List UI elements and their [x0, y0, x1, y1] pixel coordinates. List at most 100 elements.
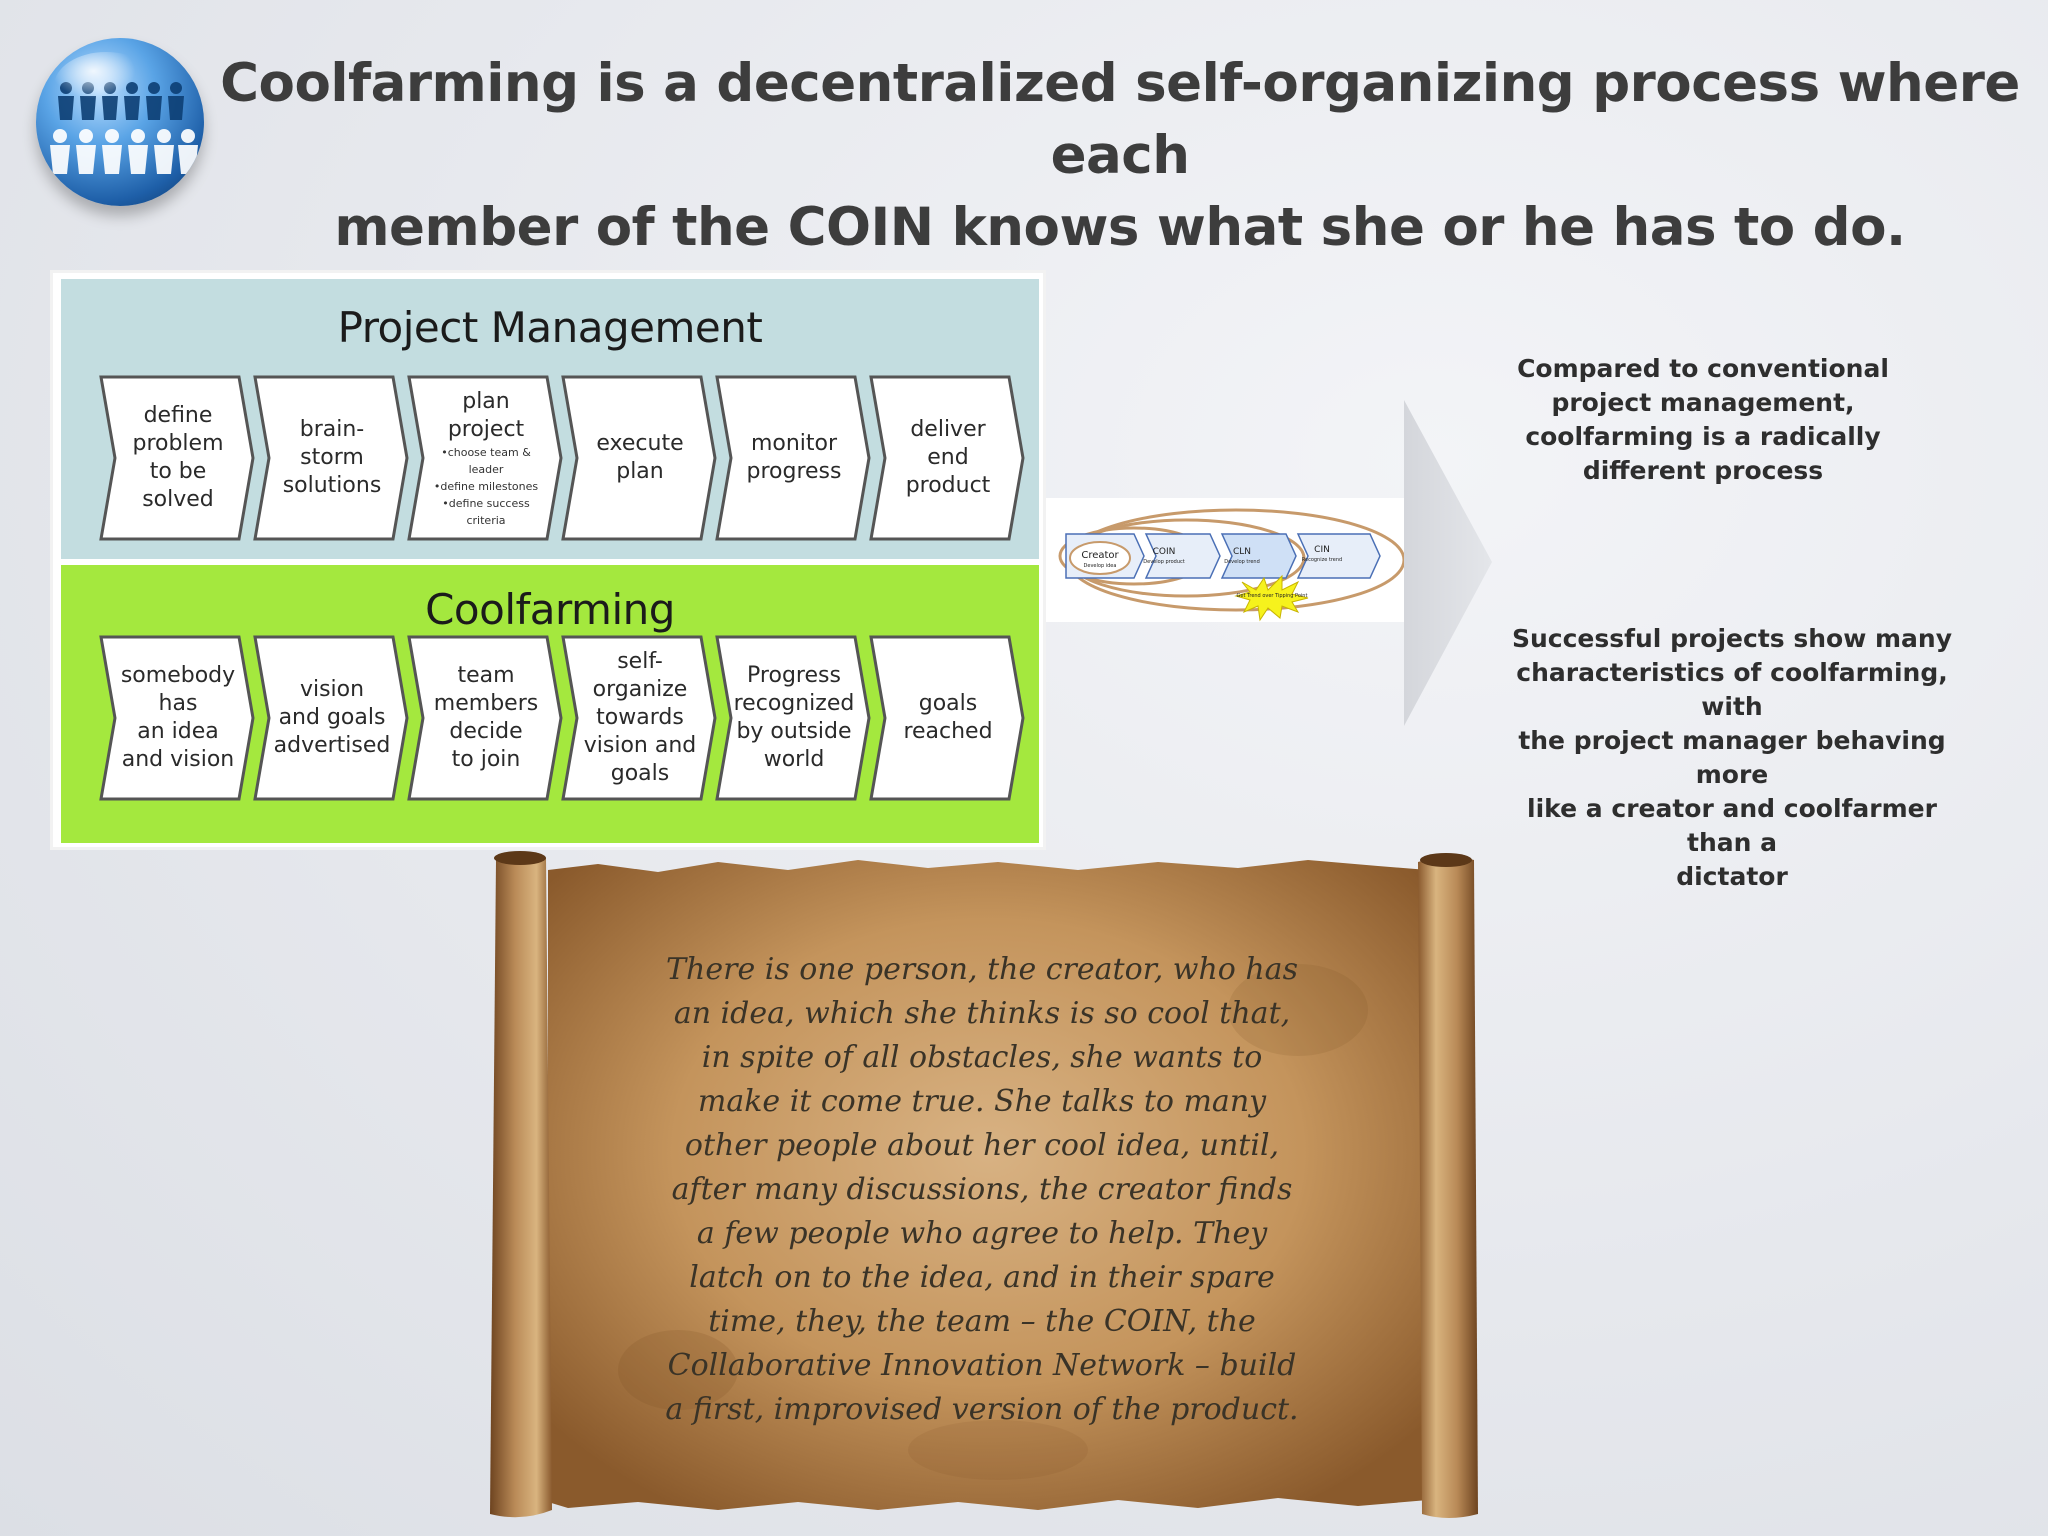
step-label-line: goals — [918, 691, 978, 716]
project_management-step: brain-storm solutions — [253, 375, 409, 541]
step-label-line: recognized — [733, 691, 855, 716]
title-line-1: Coolfarming is a decentralized self-orga… — [220, 53, 2020, 186]
step-label-line: world — [763, 747, 825, 772]
side-text-line: the project manager behaving more — [1518, 726, 1946, 789]
scroll-line: There is one person, the creator, who ha… — [666, 952, 1298, 987]
step-label-line: advertised — [273, 733, 391, 758]
step-label-line: to be — [149, 459, 207, 484]
side-text-line: characteristics of coolfarming, with — [1516, 658, 1948, 721]
step-label-line: and vision — [121, 747, 235, 772]
chevron-shape — [99, 375, 255, 541]
scroll-story-text: There is one person, the creator, who ha… — [652, 948, 1312, 1432]
side-text-line: Successful projects show many — [1511, 624, 1953, 653]
project_management-step: deliver end product — [869, 375, 1025, 541]
step-label-line: problem — [132, 431, 224, 456]
people-globe-icon — [50, 52, 198, 174]
network-diagram: Creator Develop idea COIN Develop produc… — [1046, 498, 1406, 622]
step-label-line: self- — [617, 649, 663, 674]
scroll-line: in spite of all obstacles, she wants to — [701, 1040, 1263, 1075]
chevron-shape — [561, 635, 717, 801]
scroll-line: Collaborative Innovation Network – build — [667, 1348, 1297, 1383]
stage-coin-sub: Develop product — [1143, 559, 1184, 565]
step-sub-line: •define success — [442, 496, 530, 510]
step-label-line: has — [158, 691, 198, 716]
step-label-line: plan — [462, 388, 510, 414]
step-label: goals reached — [883, 635, 1013, 801]
step-label-line: brain- — [299, 417, 365, 442]
step-label-line: organize — [592, 677, 688, 702]
step-label-line: by outside — [736, 719, 852, 744]
coolfarming-band: Coolfarming somebody has an idea and vision… — [61, 565, 1039, 843]
step-label-line: an idea — [137, 719, 219, 744]
step-sub-line: leader — [468, 462, 504, 476]
coolfarming-step: somebody has an idea and vision — [99, 635, 255, 801]
stage-creator-label: Creator — [1081, 550, 1119, 561]
scroll-line: a first, improvised version of the produ… — [665, 1392, 1299, 1427]
step-label-line: project — [447, 416, 525, 442]
step-label-line: end — [927, 445, 969, 470]
step-label: brain-storm solutions — [267, 375, 397, 541]
stage-cin-label: CIN — [1314, 545, 1330, 555]
stage-cln-label: CLN — [1233, 547, 1251, 557]
step-label-line: to join — [451, 747, 521, 772]
coolfarming-step: goals reached — [869, 635, 1025, 801]
side-text-successful: Successful projects show many characteri… — [1496, 622, 1968, 894]
page-title: Coolfarming is a decentralized self-orga… — [220, 48, 2020, 264]
chevron-shape — [715, 635, 871, 801]
coolfarming-step: Progress recognized by outside world — [715, 635, 871, 801]
step-sub-line: •define milestones — [433, 479, 539, 493]
side-text-conventional: Compared to conventional project managem… — [1478, 352, 1928, 488]
step-label-line: solved — [142, 487, 214, 512]
step-label-line: progress — [746, 459, 842, 484]
scroll-line: make it come true. She talks to many — [697, 1084, 1267, 1119]
stage-cin-sub: Recognize trend — [1302, 557, 1342, 563]
step-label-line: deliver — [910, 417, 986, 442]
chevron-shape — [407, 375, 563, 541]
chevron-shape — [561, 375, 717, 541]
side-text-line: coolfarming is a radically — [1525, 422, 1881, 451]
stage-cln-sub: Develop trend — [1224, 559, 1260, 565]
step-label-line: plan — [616, 459, 664, 484]
step-label-line: towards — [596, 705, 684, 730]
chevron-shape — [253, 375, 409, 541]
step-label-line: product — [905, 473, 991, 498]
chevron-shape — [253, 635, 409, 801]
chevron-shape — [869, 635, 1025, 801]
scroll-line: time, they, the team – the COIN, the — [708, 1304, 1256, 1339]
coolfarming-title: Coolfarming — [425, 585, 675, 634]
step-label-line: goals — [610, 761, 670, 786]
step-sub-line: criteria — [466, 513, 506, 527]
step-label-line: and goals — [278, 705, 386, 730]
chevron-shape — [715, 375, 871, 541]
scroll-line: other people about her cool idea, until, — [684, 1128, 1280, 1163]
step-label-line: storm — [300, 445, 364, 470]
project-management-title: Project Management — [337, 303, 763, 352]
scroll-line: after many discussions, the creator find… — [671, 1172, 1293, 1207]
step-sub-line: •choose team & — [441, 445, 531, 459]
step-label: Progress recognized by outside world — [729, 635, 859, 801]
step-label-line: Progress — [747, 663, 841, 688]
stage-coin-label: COIN — [1153, 547, 1176, 557]
chevron-shape — [407, 635, 563, 801]
step-label-line: solutions — [282, 473, 382, 498]
scroll-line: an idea, which she thinks is so cool tha… — [673, 996, 1291, 1031]
chevron-shape — [869, 375, 1025, 541]
step-label: somebody has an idea and vision — [113, 635, 243, 801]
step-label-line: reached — [903, 719, 993, 744]
step-label-line: somebody — [120, 663, 236, 688]
side-text-line: project management, — [1551, 388, 1855, 417]
title-line-2: member of the COIN knows what she or he … — [334, 197, 1906, 258]
